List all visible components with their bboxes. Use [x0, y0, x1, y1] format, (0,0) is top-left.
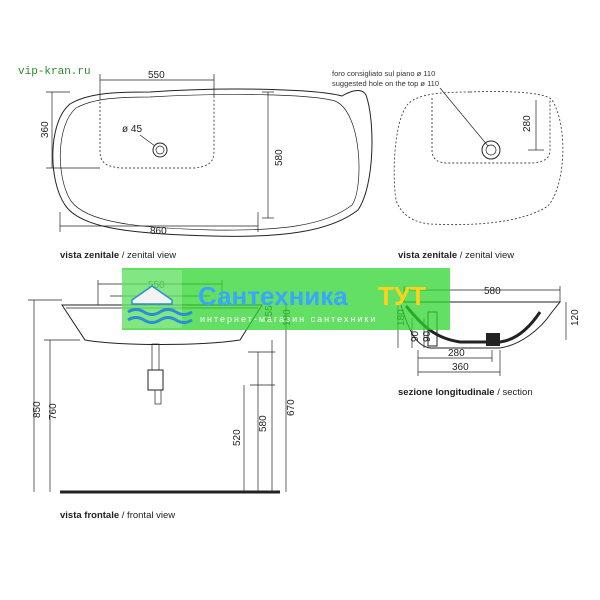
- caption-frontal: vista frontale / frontal view: [60, 510, 175, 521]
- section-view: 580 120 180 90 90 280 360 sezione longit…: [396, 286, 581, 398]
- dim-580-right: 580: [274, 149, 285, 166]
- dim-550-top: 550: [148, 70, 165, 81]
- dim-hole-45: ø 45: [122, 124, 142, 135]
- watermark-url: vip-kran.ru: [18, 66, 91, 78]
- caption-zenital-right: vista zenitale / zenital view: [398, 250, 514, 261]
- dim-850: 850: [32, 401, 43, 418]
- dim-520: 520: [232, 429, 243, 446]
- dim-90-b: 90: [422, 330, 433, 342]
- zenital-view-left: ø 45 550 360 580 860 vista zenitale / ze…: [40, 70, 373, 261]
- dim-360-section: 360: [452, 362, 469, 373]
- dim-760: 760: [48, 403, 59, 420]
- dim-580-section: 580: [484, 286, 501, 297]
- brand-logo-icon: [127, 285, 193, 324]
- note-hole-it: foro consigliato sul piano ø 110: [332, 69, 435, 78]
- caption-section: sezione longitudinale / section: [398, 387, 533, 398]
- dim-120-section: 120: [570, 309, 581, 326]
- brand-name-b: ТУТ: [378, 281, 426, 311]
- caption-zenital-left: vista zenitale / zenital view: [60, 250, 176, 261]
- dim-280-section: 280: [448, 348, 465, 359]
- dim-580-frontal: 580: [258, 415, 269, 432]
- dim-90-a: 90: [410, 330, 421, 342]
- note-hole-en: suggested hole on the top ø 110: [332, 79, 439, 88]
- brand-name-a: Сантехника: [198, 281, 348, 311]
- dim-860-bottom: 860: [150, 226, 167, 237]
- zenital-view-right: foro consigliato sul piano ø 110 suggest…: [332, 69, 564, 261]
- dim-280-right-view: 280: [522, 115, 533, 132]
- watermark-banner: Сантехника ТУТ интернет-магазин сантехни…: [122, 268, 450, 330]
- brand-tagline: интернет-магазин сантехники: [200, 314, 377, 324]
- dim-360-left: 360: [40, 121, 51, 138]
- dim-670: 670: [286, 399, 297, 416]
